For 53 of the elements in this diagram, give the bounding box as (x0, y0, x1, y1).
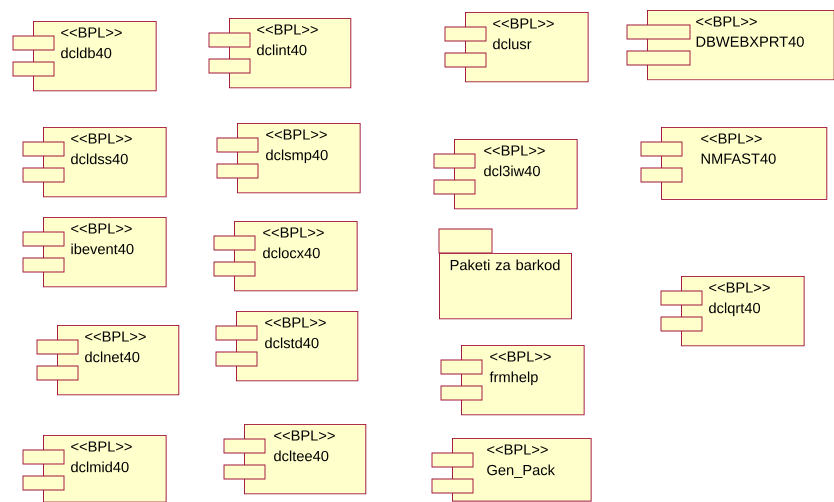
stereotype-label: <<BPL>> (257, 24, 318, 35)
stereotype-label: <<BPL>> (274, 430, 335, 441)
component-name: dcldb40 (61, 47, 112, 58)
component-box (216, 311, 358, 382)
component-box (22, 435, 167, 502)
component-name: dcl3iw40 (484, 165, 540, 176)
component-name: NMFAST40 (702, 153, 776, 164)
component-name: dclnet40 (85, 351, 140, 362)
component-box (36, 325, 180, 396)
component-name: frmhelp (490, 371, 538, 386)
component-box (440, 345, 585, 416)
component-box (626, 10, 834, 80)
component-box (432, 438, 592, 502)
component-name: dclocx40 (263, 247, 320, 258)
stereotype-label: <<BPL>> (493, 18, 554, 29)
component-name: dclmid40 (71, 461, 129, 472)
component-box (660, 276, 805, 346)
component-name: dclusr (493, 38, 532, 50)
package-name: Paketi za barkod (450, 259, 560, 270)
component-name: ibevent40 (71, 243, 134, 254)
stereotype-label: <<BPL>> (709, 282, 770, 293)
stereotype-label: <<BPL>> (263, 227, 324, 238)
component-name: dcltee40 (274, 450, 328, 462)
component-name: dcldss40 (71, 153, 128, 164)
component-box (12, 21, 157, 92)
stereotype-label: <<BPL>> (490, 351, 551, 362)
component-box (216, 123, 361, 194)
component-box (640, 127, 828, 200)
component-name: DBWEBXPRT40 (696, 36, 804, 47)
stereotype-label: <<BPL>> (71, 223, 132, 234)
stereotype-label: <<BPL>> (484, 145, 545, 156)
package-folder (438, 228, 572, 320)
component-box (224, 424, 366, 494)
component-box (444, 12, 589, 82)
stereotype-label: <<BPL>> (265, 317, 326, 328)
component-name: dclqrt40 (709, 302, 760, 316)
stereotype-label: <<BPL>> (71, 441, 132, 452)
component-box (22, 217, 167, 288)
stereotype-label: <<BPL>> (487, 444, 548, 455)
component-name: dclsmp40 (266, 149, 328, 164)
component-box (208, 18, 352, 88)
stereotype-label: <<BPL>> (85, 331, 146, 342)
component-name: dclint40 (257, 44, 306, 56)
component-name: dclstd40 (265, 337, 318, 348)
component-box (22, 127, 167, 198)
stereotype-label: <<BPL>> (61, 27, 122, 38)
stereotype-label: <<BPL>> (696, 16, 757, 27)
component-box (434, 139, 578, 210)
stereotype-label: <<BPL>> (266, 129, 327, 140)
stereotype-label: <<BPL>> (71, 133, 132, 144)
component-box (214, 221, 358, 292)
stereotype-label: <<BPL>> (701, 133, 762, 144)
component-name: Gen_Pack (487, 464, 555, 478)
